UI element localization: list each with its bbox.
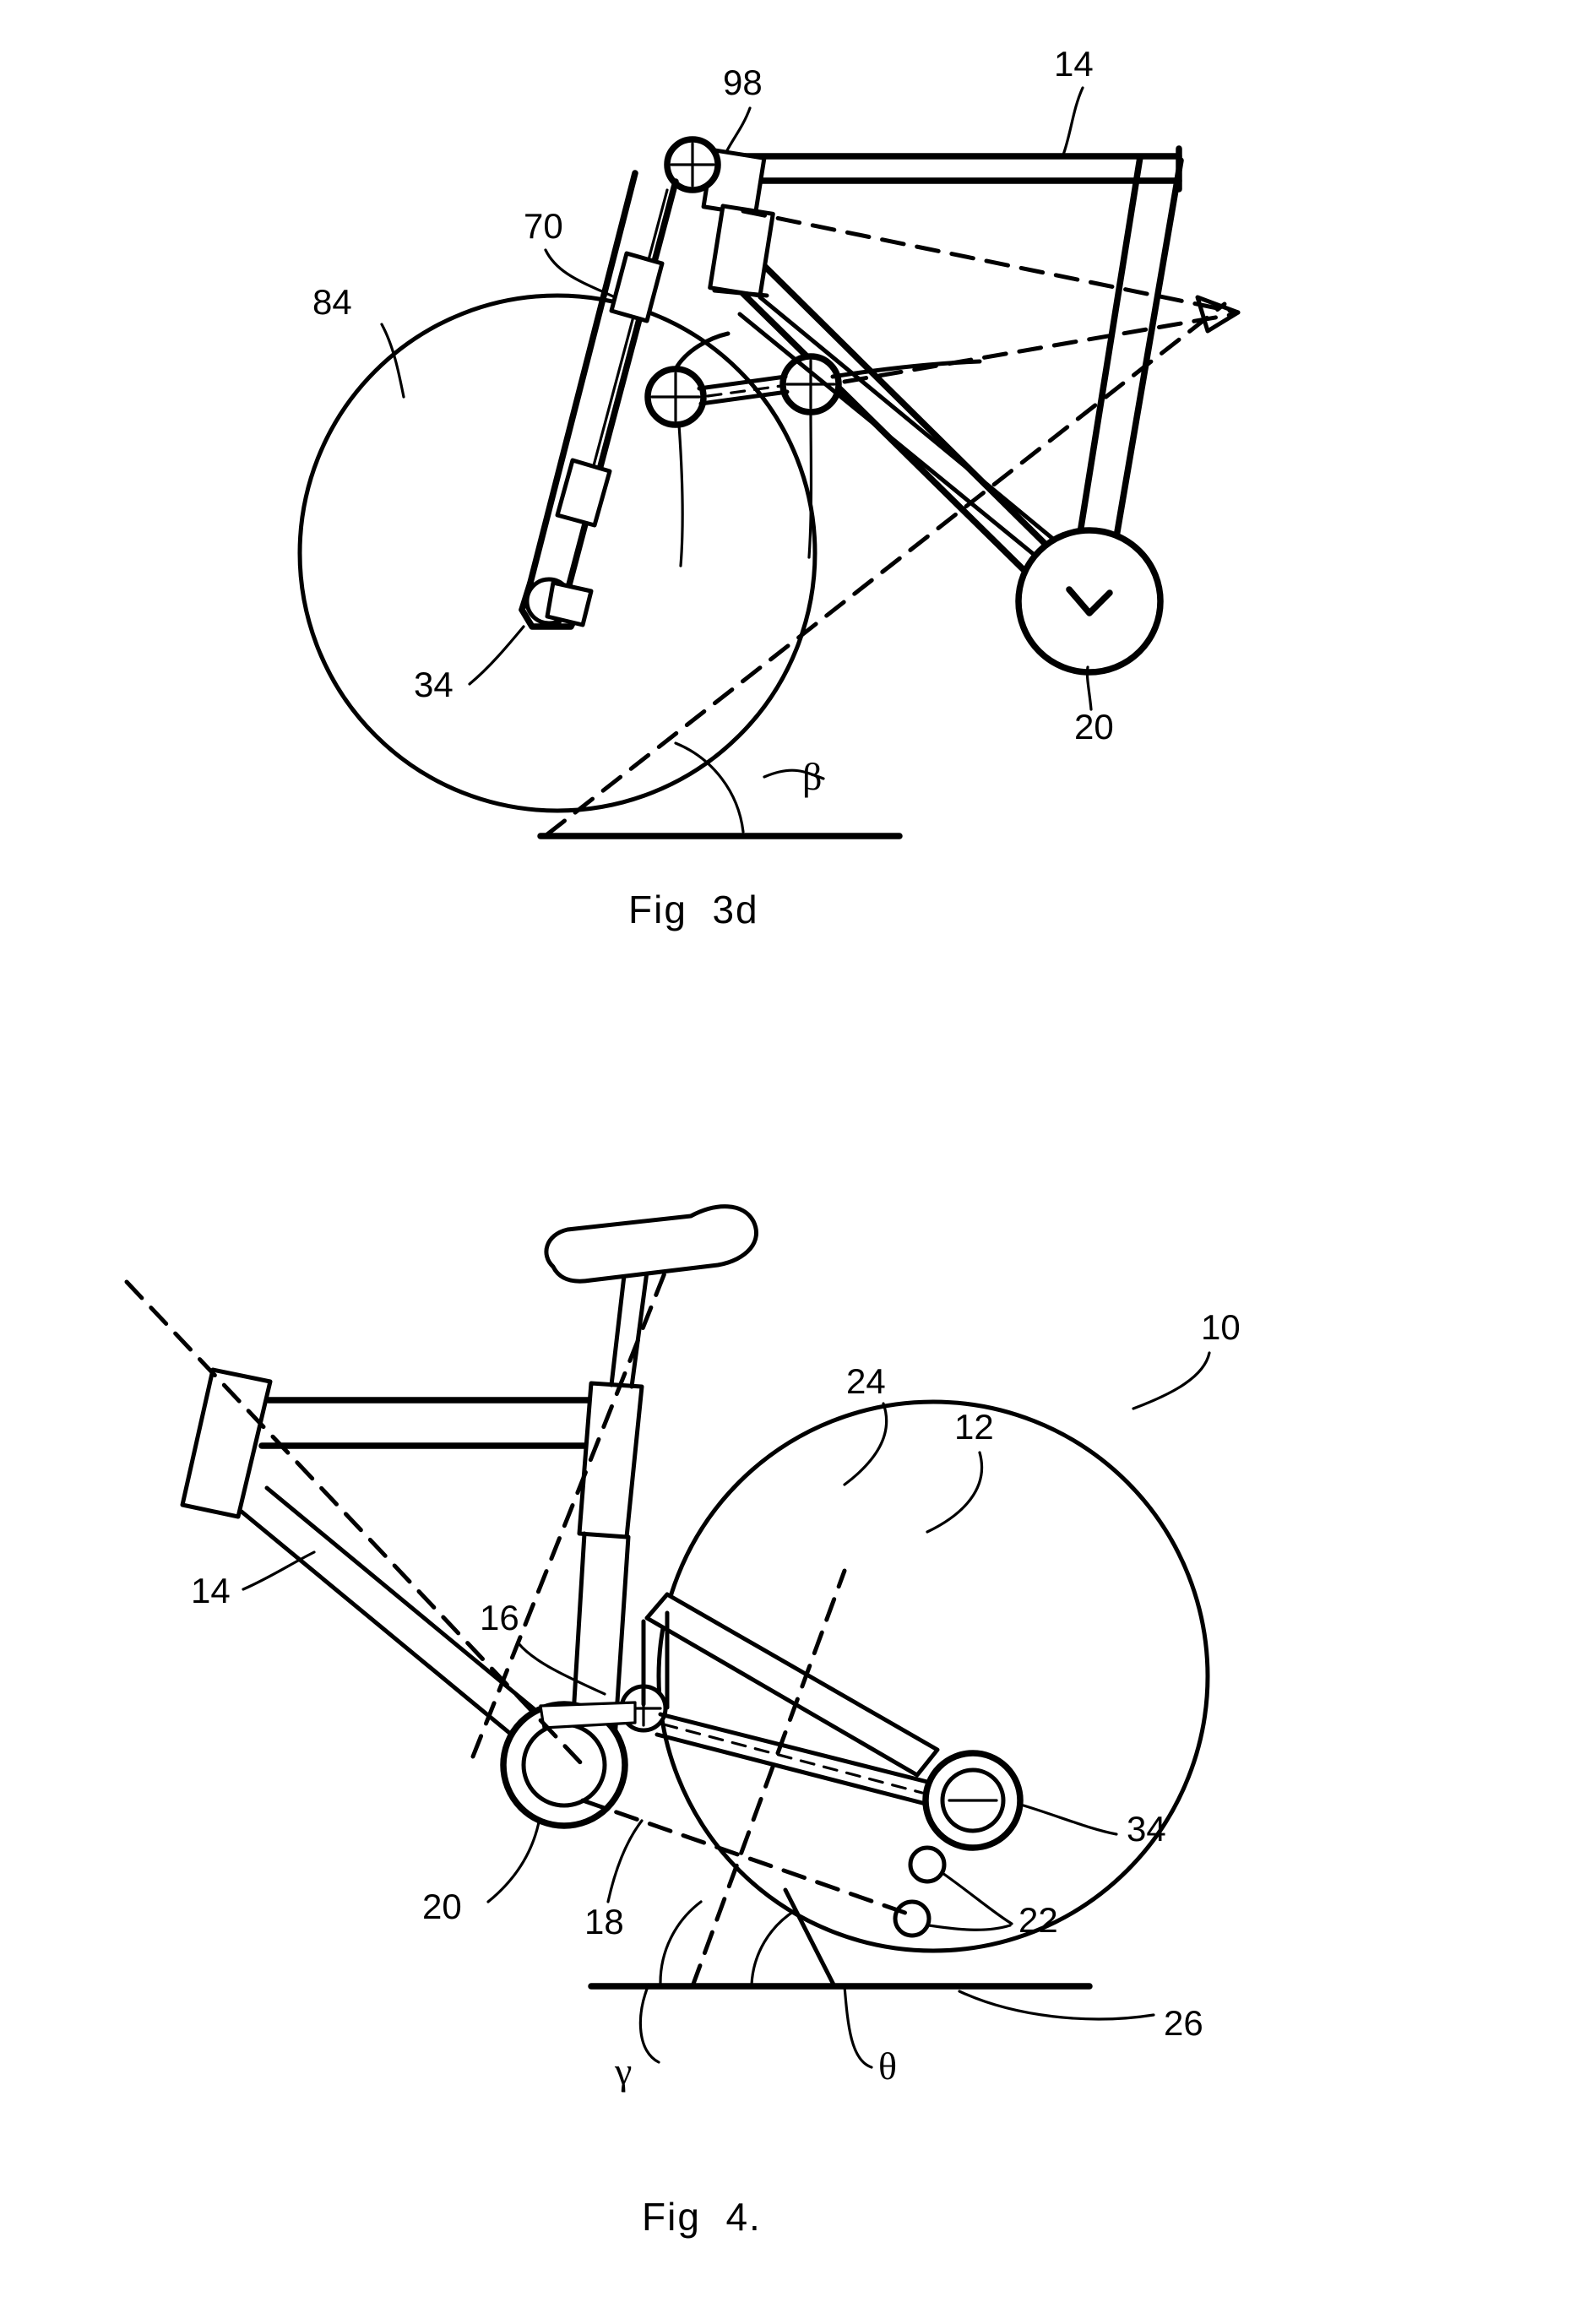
leader-14	[1061, 86, 1084, 159]
angle-ray-4	[783, 1887, 837, 1989]
beta-arc	[674, 741, 745, 833]
gamma-leader	[638, 1983, 660, 2064]
numeral-14-group: 14	[191, 1550, 316, 1610]
drive-hub-34	[922, 1750, 1024, 1851]
numeral-26-group: 26	[958, 1990, 1203, 2043]
leader-20-fig4	[486, 1821, 540, 1903]
leader-24	[843, 1402, 888, 1486]
ref-numeral-14: 14	[1054, 44, 1094, 84]
front-wheel-84	[297, 293, 817, 813]
angle-gamma-label: γ	[614, 2050, 632, 2093]
leader-22b	[941, 1871, 1013, 1925]
label-70-group: 70	[524, 206, 616, 299]
figure-caption-4: Fig 4.	[642, 2195, 762, 2239]
ref-numeral-20-fig4: 20	[422, 1887, 462, 1926]
ref-numeral-18: 18	[584, 1902, 624, 1941]
leader-10	[1132, 1351, 1211, 1410]
figure-3d-drawing: β	[297, 44, 1241, 839]
label-14-group: 14	[1054, 44, 1094, 159]
fork-strut-70	[519, 170, 679, 630]
beta-axis-dashed	[545, 301, 1227, 837]
down-tube-14	[239, 1485, 543, 1739]
numeral-16-group: 16	[480, 1598, 606, 1696]
leader-14-fig4	[242, 1550, 316, 1591]
lower-fork-end-34	[545, 580, 594, 627]
leader-34	[468, 625, 525, 686]
angle-theta-label: θ	[878, 2044, 897, 2088]
top-tube-14	[706, 145, 1182, 193]
ref-numeral-22: 22	[1018, 1900, 1058, 1940]
leader-18	[606, 1819, 644, 1903]
leader-12	[926, 1451, 984, 1534]
ref-numeral-84: 84	[312, 282, 352, 322]
label-34-group: 34	[414, 625, 525, 704]
leader-84	[380, 323, 405, 399]
angle-beta-label: β	[802, 755, 822, 798]
construction-lines-3d	[741, 209, 1241, 384]
leader-16	[517, 1642, 606, 1696]
upper-pivot-joint	[664, 136, 721, 193]
leader-22a	[927, 1924, 1012, 1931]
connecting-rod-4	[654, 1712, 930, 1806]
upper-link-24	[641, 1592, 940, 1778]
saddle-assembly	[544, 1204, 758, 1389]
gamma-arc	[659, 1900, 703, 1986]
figure-4-drawing: γ θ 10 24	[124, 1204, 1241, 2093]
ref-numeral-98: 98	[723, 62, 763, 102]
label-98-group: 98	[723, 62, 763, 154]
rear-dropout-plate	[180, 1367, 273, 1519]
ref-numeral-14-fig4: 14	[191, 1571, 231, 1610]
figure-caption-3d: Fig 3d	[628, 888, 759, 931]
top-tube-4	[258, 1397, 610, 1449]
ref-numeral-34: 34	[414, 665, 454, 704]
leader-98	[725, 106, 752, 154]
theta-leader	[843, 1985, 873, 2069]
numeral-22-group: 22	[927, 1871, 1058, 1940]
label-10-group: 10	[1132, 1307, 1241, 1410]
ref-numeral-10: 10	[1201, 1307, 1241, 1347]
rollers-22	[893, 1845, 947, 1938]
rear-dropout-20	[1066, 586, 1113, 616]
numeral-24-group: 24	[843, 1361, 888, 1486]
chainstay-3d	[737, 295, 1090, 589]
label-84-group: 84	[312, 282, 405, 399]
ref-numeral-20: 20	[1074, 707, 1114, 747]
ref-numeral-12: 12	[954, 1407, 994, 1447]
numeral-18-group: 18	[584, 1819, 644, 1941]
wheel-10	[656, 1399, 1210, 1953]
numeral-20-group: 20	[422, 1821, 540, 1926]
construction-lines-4	[124, 1264, 920, 1989]
theta-arc	[750, 1909, 797, 1986]
ref-numeral-24: 24	[846, 1361, 886, 1401]
ref-numeral-70: 70	[524, 206, 563, 246]
leader-26	[958, 1990, 1155, 2021]
numeral-34-group: 34	[1022, 1804, 1166, 1849]
crank-linkage-3d	[644, 331, 982, 567]
ref-numeral-34-fig4: 34	[1127, 1809, 1166, 1849]
leader-34-fig4	[1022, 1804, 1118, 1836]
label-20-group: 20	[1074, 665, 1114, 747]
leader-70	[544, 248, 616, 299]
leader-20	[1085, 665, 1093, 711]
ref-numeral-26: 26	[1164, 2003, 1203, 2043]
numeral-12-group: 12	[926, 1407, 994, 1534]
ref-numeral-16: 16	[480, 1598, 519, 1637]
beta-leader	[763, 768, 825, 780]
